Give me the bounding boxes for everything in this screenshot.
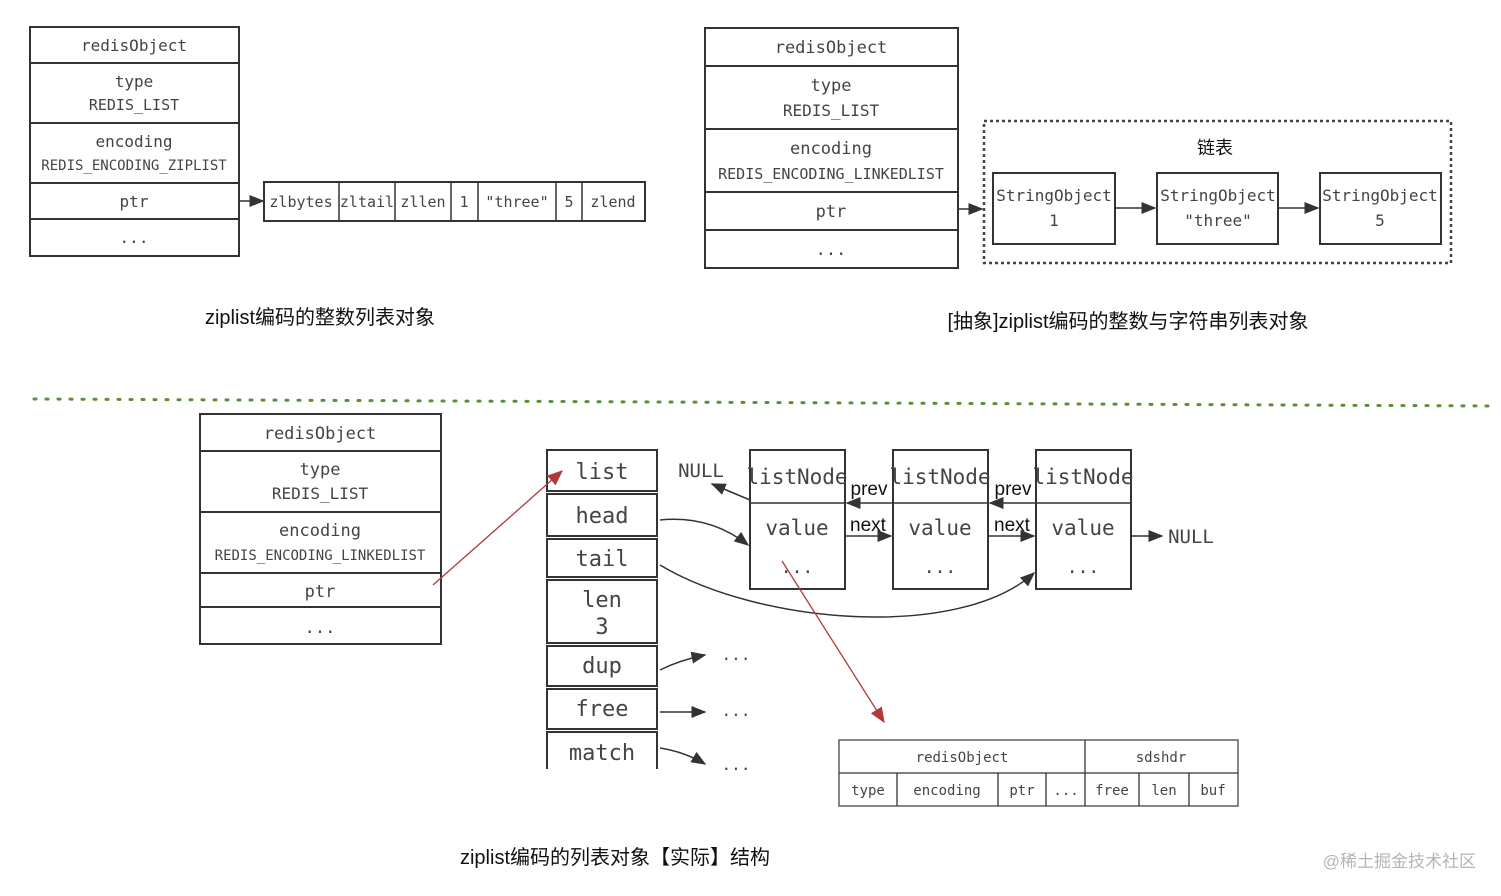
list-node-name: listNode	[889, 465, 990, 489]
type-label: type	[115, 72, 154, 91]
section-divider	[32, 397, 1497, 408]
sds-cell-encoding: encoding	[913, 783, 980, 799]
redisobject-ziplist: redisObject type REDIS_LIST encoding RED…	[29, 26, 240, 257]
list-node: listNode value ...	[746, 449, 848, 590]
ellipsis-label: ...	[120, 228, 149, 247]
prev-label: prev	[851, 479, 888, 500]
tail-field: tail	[576, 547, 629, 572]
redisobject-linkedlist: redisObject type REDIS_LIST encoding RED…	[704, 27, 959, 269]
zlbytes-cell: zlbytes	[269, 193, 332, 211]
list-node: listNode value ...	[1032, 449, 1134, 590]
ptr-to-list-annotation	[432, 470, 563, 586]
dup-arrow	[659, 651, 707, 671]
ptr-label: ptr	[816, 202, 847, 222]
list-struct: list head tail len 3 dup free match	[546, 449, 658, 769]
match-ellipsis: ...	[722, 755, 751, 774]
next-label: next	[850, 515, 887, 536]
zllen-cell: zllen	[400, 193, 445, 211]
encoding-value: REDIS_ENCODING_LINKEDLIST	[215, 548, 426, 564]
sds-cell-type: type	[851, 783, 885, 799]
redisobject-label: redisObject	[81, 36, 187, 55]
dup-field: dup	[582, 654, 622, 679]
string-object-name: StringObject	[1160, 186, 1276, 205]
match-arrow	[659, 747, 707, 765]
free-ellipsis: ...	[722, 701, 751, 720]
ptr-label: ptr	[305, 582, 336, 602]
linked-list-frame	[982, 119, 1453, 265]
free-field: free	[576, 697, 629, 722]
type-value: REDIS_LIST	[89, 96, 179, 114]
string-object-name: StringObject	[1322, 186, 1438, 205]
ptr-label: ptr	[120, 192, 149, 211]
len-field: len	[582, 588, 622, 613]
entry-5-cell: 5	[564, 193, 573, 211]
redisobject-label: redisObject	[775, 38, 888, 58]
type-value: REDIS_LIST	[783, 101, 880, 120]
null-right-label: NULL	[1168, 526, 1214, 548]
sds-cell-free: free	[1095, 783, 1129, 799]
string-object-node: StringObject 1	[992, 172, 1116, 245]
ziplist-row: zlbytes zltail zllen 1 "three" 5 zlend	[263, 181, 646, 222]
next-label: next	[994, 515, 1031, 536]
sds-header-redisobject: redisObject	[916, 750, 1009, 766]
len-value: 3	[595, 615, 608, 640]
list-node-name: listNode	[746, 465, 847, 489]
encoding-value: REDIS_ENCODING_ZIPLIST	[41, 158, 227, 174]
list-node-value: value	[765, 516, 828, 540]
entry-three-cell: "three"	[485, 193, 548, 211]
redisobject-bottom: redisObject type REDIS_LIST encoding RED…	[199, 413, 442, 645]
string-object-node: StringObject 5	[1319, 172, 1442, 245]
string-object-value: 1	[1049, 211, 1059, 230]
sds-cell-len: len	[1151, 783, 1176, 799]
null-left-label: NULL	[678, 460, 724, 482]
caption-bottom: ziplist编码的列表对象【实际】结构	[460, 846, 770, 869]
dup-ellipsis: ...	[722, 645, 751, 664]
sds-cell-ptr: ptr	[1009, 783, 1034, 799]
ellipsis-label: ...	[816, 240, 847, 260]
tail-arrow	[659, 564, 1036, 618]
sds-cell-buf: buf	[1200, 783, 1225, 799]
match-field: match	[569, 741, 635, 766]
encoding-value: REDIS_ENCODING_LINKEDLIST	[718, 165, 944, 183]
ellipsis-label: ...	[305, 618, 336, 638]
redisobject-label: redisObject	[264, 424, 377, 444]
list-label: list	[576, 460, 629, 485]
list-node: listNode value ...	[889, 449, 991, 590]
encoding-label: encoding	[790, 139, 872, 159]
sds-cell-ellipsis: ...	[1053, 783, 1078, 799]
entry-1-cell: 1	[459, 193, 468, 211]
list-node-more: ...	[1067, 557, 1100, 578]
string-object-name: StringObject	[996, 186, 1112, 205]
value-to-sds-annotation	[781, 560, 885, 724]
type-label: type	[300, 460, 341, 480]
string-object-node: StringObject "three"	[1156, 172, 1279, 245]
list-node-more: ...	[924, 557, 957, 578]
encoding-label: encoding	[95, 132, 172, 151]
head-arrow	[659, 518, 750, 546]
head-field: head	[576, 504, 629, 529]
type-value: REDIS_LIST	[272, 484, 369, 503]
caption-top-left: ziplist编码的整数列表对象	[205, 306, 435, 329]
caption-top-right: [抽象]ziplist编码的整数与字符串列表对象	[947, 310, 1308, 333]
zlend-cell: zlend	[590, 193, 635, 211]
encoding-label: encoding	[279, 521, 361, 541]
zltail-cell: zltail	[340, 193, 394, 211]
sds-table: redisObject sdshdr type encoding ptr ...…	[838, 739, 1239, 807]
linked-list-title: 链表	[1197, 138, 1233, 158]
prev-null-arrow	[710, 483, 751, 501]
sds-header-sdshdr: sdshdr	[1136, 750, 1187, 766]
prev-label: prev	[995, 479, 1032, 500]
list-node-value: value	[908, 516, 971, 540]
type-label: type	[811, 76, 852, 96]
list-node-name: listNode	[1032, 465, 1133, 489]
watermark: @稀土掘金技术社区	[1323, 852, 1476, 871]
string-object-value: 5	[1375, 211, 1385, 230]
list-node-value: value	[1051, 516, 1114, 540]
string-object-value: "three"	[1184, 211, 1251, 230]
